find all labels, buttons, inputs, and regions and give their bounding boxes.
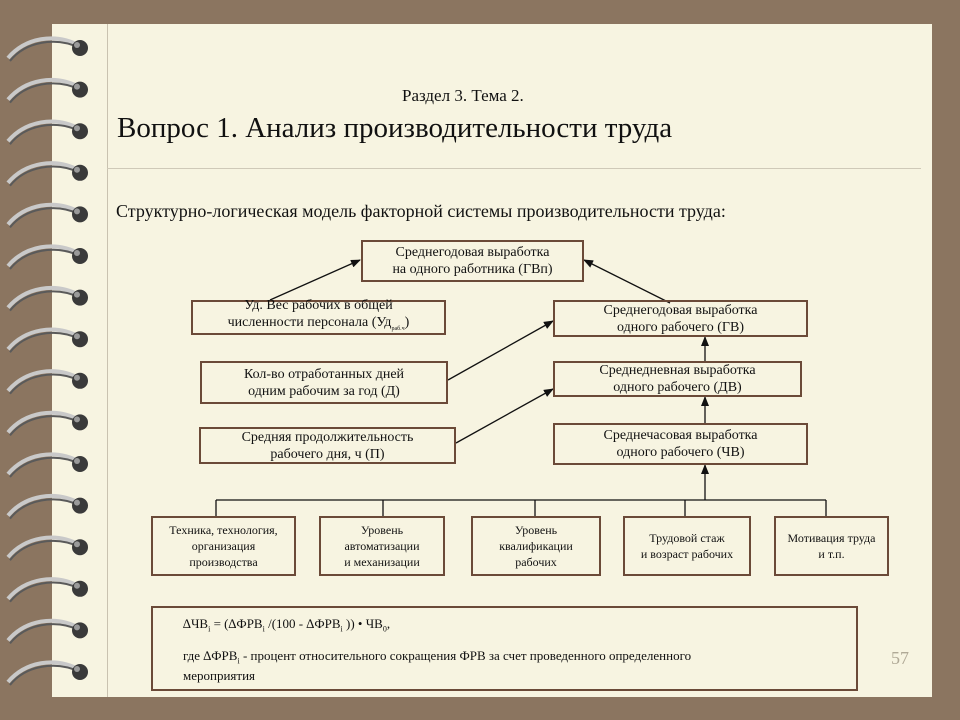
box-p-line1: Средняя продолжительность <box>241 429 414 445</box>
box-d-line2: одним рабочим за год (Д) <box>248 383 400 399</box>
spiral-ring <box>6 36 88 62</box>
box-p-line2: рабочего дня, ч (П) <box>270 446 385 462</box>
spiral-ring <box>6 494 88 520</box>
factor-box-qualification: Уровень квалификации рабочих <box>471 516 601 576</box>
spiral-ring <box>6 327 88 353</box>
factor-text: организация <box>191 539 256 553</box>
spiral-rings <box>6 36 88 686</box>
box-dv-line1: Среднедневная выработка <box>599 363 756 378</box>
section-label: Раздел 3. Тема 2. <box>402 86 524 105</box>
box-gvp-line2: на одного работника (ГВп) <box>392 262 553 277</box>
box-gv-line2: одного рабочего (ГВ) <box>617 319 744 335</box>
spiral-ring <box>6 410 88 437</box>
factor-text: Уровень <box>360 523 404 537</box>
formula-where-line2: мероприятия <box>183 668 256 683</box>
factor-box-automation: Уровень автоматизации и механизации <box>319 516 445 576</box>
box-chv-line2: одного рабочего (ЧВ) <box>616 445 745 460</box>
factor-text: производства <box>189 555 258 569</box>
factor-text: и механизации <box>344 555 420 569</box>
factor-box-technology: Техника, технология, организация производс… <box>151 516 296 576</box>
box-ud-line2: численности персонала (Уд <box>227 315 392 331</box>
arrow-gv-to-gvp <box>583 259 671 304</box>
formula-part: /(100 - ∆ФРВ <box>264 616 341 631</box>
factor-box-motivation: Мотивация труда и т.п. <box>774 516 889 576</box>
box-dv: Среднедневная выработка одного рабочего (… <box>553 361 802 397</box>
diagram-subtitle: Структурно-логическая модель факторной с… <box>116 201 726 221</box>
formula-part: ∆ЧВ <box>183 616 209 631</box>
factor-text: квалификации <box>499 539 573 553</box>
factor-text: Трудовой стаж <box>649 531 725 545</box>
formula-part: где ∆ФРВ <box>183 648 238 663</box>
spiral-ring <box>6 78 88 104</box>
box-ud-sub: раб.ч <box>391 325 405 332</box>
spiral-ring <box>6 161 88 187</box>
formula-sub: i <box>208 624 211 634</box>
factor-text: Техника, технология, <box>169 523 278 537</box>
factor-text: и возраст рабочих <box>640 547 734 561</box>
box-ud-line1: Уд. Вес рабочих в общей <box>244 298 393 314</box>
page-number: 57 <box>891 648 909 668</box>
formula-part: - процент относительного сокращения ФРВ … <box>239 648 692 663</box>
spiral-ring <box>6 660 88 686</box>
arrow-p-to-dv <box>455 388 554 444</box>
box-d-line1: Кол-во отработанных дней <box>243 366 405 382</box>
margin-line <box>107 24 108 697</box>
factor-text: Уровень <box>514 523 558 537</box>
formula-sub: i <box>340 624 343 634</box>
spiral-ring <box>6 244 88 270</box>
factor-text: и т.п. <box>818 547 845 561</box>
spiral-ring <box>6 577 88 603</box>
box-dv-line2: одного рабочего (ДВ) <box>613 380 742 395</box>
spiral-ring <box>6 535 88 561</box>
box-ud-tail: ) <box>404 315 410 331</box>
box-gvp: Среднегодовая выработка на одного работни… <box>361 240 584 282</box>
spiral-ring <box>6 119 88 145</box>
spiral-ring <box>6 286 88 312</box>
spiral-ring <box>6 618 88 645</box>
formula-where: где ∆ФРВi - процент относительного сокра… <box>183 648 691 666</box>
notebook-paper <box>52 24 932 697</box>
box-gvp-line1: Среднегодовая выработка <box>395 245 550 260</box>
formula-part: )) • ЧВ <box>342 616 383 631</box>
formula-box: ∆ЧВi = (∆ФРВi /(100 - ∆ФРВi )) • ЧВ0, гд… <box>151 606 858 691</box>
arrow-ud-to-gvp <box>269 259 361 301</box>
title-divider <box>107 168 921 169</box>
formula-sub: i <box>262 624 265 634</box>
factor-text: Мотивация труда <box>787 531 876 545</box>
spiral-ring <box>6 452 88 478</box>
factor-text: автоматизации <box>344 539 420 553</box>
factor-box-experience: Трудовой стаж и возраст рабочих <box>623 516 751 576</box>
box-chv-line1: Среднечасовая выработка <box>603 428 758 443</box>
box-chv: Среднечасовая выработка одного рабочего (… <box>553 423 808 465</box>
factor-text: рабочих <box>515 555 557 569</box>
formula-part: , <box>386 616 391 631</box>
spiral-ring <box>6 369 88 395</box>
formula-equation: ∆ЧВi = (∆ФРВi /(100 - ∆ФРВi )) • ЧВ0, <box>183 616 390 634</box>
page-title: Вопрос 1. Анализ производительности труд… <box>117 112 673 144</box>
box-gv-line1: Среднегодовая выработка <box>603 302 758 318</box>
arrow-d-to-gv <box>447 320 554 381</box>
formula-sub: i <box>237 656 240 666</box>
formula-part: = (∆ФРВ <box>210 616 263 631</box>
spiral-ring <box>6 202 88 229</box>
formula-sub: 0 <box>382 624 387 634</box>
